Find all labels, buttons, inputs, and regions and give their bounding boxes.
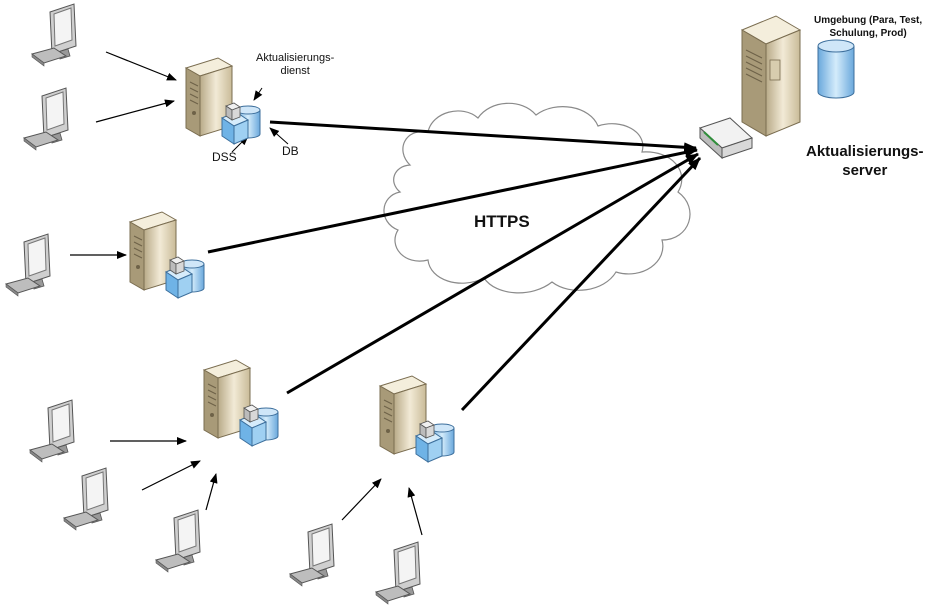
client-workstation-icon — [375, 541, 421, 605]
protocol-label: HTTPS — [474, 212, 530, 231]
dss-label: DSS — [212, 150, 237, 164]
update-service-label: Aktualisierungs- dienst — [256, 52, 335, 77]
central-server-icon — [740, 15, 855, 137]
client-workstation-icon — [29, 399, 75, 463]
client-workstation-icon — [5, 233, 51, 297]
client-connections — [70, 51, 423, 536]
local-server-icon — [203, 359, 279, 447]
environment-label: Umgebung (Para, Test, Schulung, Prod) — [814, 15, 923, 39]
network-cloud — [383, 102, 691, 294]
update-server-label: Aktualisierungs- server — [806, 143, 924, 179]
local-server-icon — [129, 211, 205, 299]
local-server-icon — [379, 375, 455, 463]
client-workstation-icon — [23, 87, 69, 151]
https-connections — [207, 120, 702, 412]
client-workstation-icon — [31, 3, 77, 67]
local-server-icon — [185, 57, 261, 145]
network-device-icon — [699, 117, 753, 160]
client-workstation-icon — [63, 467, 109, 531]
db-label: DB — [282, 144, 299, 158]
client-workstation-icon — [155, 509, 201, 573]
client-workstation-icon — [289, 523, 335, 587]
